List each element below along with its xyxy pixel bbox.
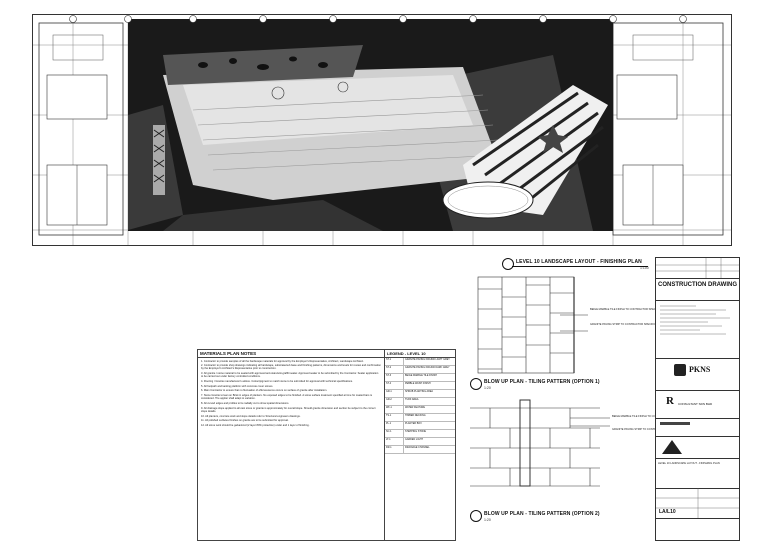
note-item: 3. All granite / stone material to be se… — [201, 372, 379, 379]
legend-desc: PLANTER BOX — [405, 422, 422, 425]
note-item: 9. All drainage slope applied to all cas… — [201, 406, 376, 413]
consultant-section: R CONSULTANT SDN BHD — [656, 390, 739, 419]
legend-desc: STEPPING STONE — [405, 430, 426, 433]
note-item: 6. Main Contractor to ensure that no flu… — [201, 389, 328, 393]
blowup-2-drawing — [470, 398, 650, 488]
note-item: 10. All planters, concrete work and slop… — [201, 414, 301, 418]
client-logo-icon — [674, 364, 686, 376]
client-logo-text: PKNS — [689, 365, 711, 374]
landscape-consultant-section — [656, 436, 739, 459]
revision-table — [656, 258, 739, 279]
drawing-number: LA/L10 — [659, 509, 676, 515]
plan-title-bubble — [502, 258, 514, 270]
legend-code: GR-2 — [385, 398, 404, 405]
drawing-title-section: LEVEL 10 LANDSCAPE LAYOUT - FINISHING PL… — [656, 458, 739, 489]
legend-code: DR-1 — [385, 446, 404, 453]
note-item: 12. All stone work should be galvanized … — [201, 424, 310, 428]
note-item: 8. All curved edges and profiles to be r… — [201, 402, 290, 406]
blowup-1-callout-1: BEIGE MARBLE TILE FINISH TO CONTRACTOR S… — [590, 308, 669, 311]
legend-code: ST-4 — [385, 382, 404, 389]
main-plan-scale: 1:100 — [640, 266, 649, 270]
blowup-2-bubble — [470, 510, 482, 522]
legend-desc: WATER FEATURE — [405, 406, 426, 409]
general-notes-section — [656, 300, 739, 359]
landscape-logo-icon — [662, 440, 682, 454]
legend-desc: TIMBER DECKING — [405, 414, 426, 417]
legend-desc: DRAINAGE CHANNEL — [405, 446, 430, 449]
main-plan-title: LEVEL 10 LANDSCAPE LAYOUT - FINISHING PL… — [516, 259, 642, 265]
drawing-info-table: LA/L10 — [656, 488, 739, 519]
legend-code: LT-1 — [385, 438, 404, 445]
materials-notes-panel: MATERIALS PLAN NOTES 1. Contractor to pr… — [197, 349, 385, 541]
legend-title: LEGEND - LEVEL 10 — [385, 350, 455, 358]
legend-desc: GRANITE PAVING 600x300 DARK GREY — [405, 366, 450, 369]
legend-desc: PEBBLE WASH FINISH — [405, 382, 431, 385]
blowup-1-title: BLOW UP PLAN - TILING PATTERN (OPTION 1) — [484, 379, 600, 385]
status-section: CONSTRUCTION DRAWING — [656, 278, 739, 301]
legend-code: PL-1 — [385, 422, 404, 429]
legend-code: ST-2 — [385, 366, 404, 373]
architect-text-block — [660, 422, 690, 425]
legend-code: ST-3 — [385, 374, 404, 381]
client-section: PKNS — [656, 358, 739, 391]
legend-desc: TURF AREA — [405, 398, 419, 401]
main-plan-drawing — [33, 15, 731, 245]
blowup-2-title: BLOW UP PLAN - TILING PATTERN (OPTION 2) — [484, 511, 600, 517]
legend-desc: GRANITE PAVING 600x600 LIGHT GREY — [405, 358, 450, 361]
architect-section — [656, 418, 739, 437]
blowup-1-drawing — [470, 275, 650, 375]
main-plan-frame — [32, 14, 732, 246]
blowup-2-callout-1: BEIGE MARBLE TILE FINISH TO CONTRACTOR S… — [612, 415, 691, 418]
legend-desc: GARDEN LIGHT — [405, 438, 423, 441]
legend-code: WF-1 — [385, 406, 404, 413]
legend-code: TS-1 — [385, 414, 404, 421]
legend-code: ST-1 — [385, 358, 404, 365]
legend-code: GR-1 — [385, 390, 404, 397]
title-block: CONSTRUCTION DRAWING PKNS R CONSULTANT S… — [655, 257, 740, 541]
note-item: 7. Stone Granite to lean on Brisk in edg… — [201, 394, 372, 401]
note-item: 4. Flooring / Granite manufacturer's adv… — [201, 380, 353, 384]
title-underline — [512, 266, 648, 267]
notes-title: MATERIALS PLAN NOTES — [198, 350, 384, 358]
blowup-2-callout-2: GRANITE PAVING STRIP TO CONTRACTOR SPECI… — [612, 428, 686, 431]
note-item: 1. Contractor to provide samples of all … — [201, 359, 364, 363]
legend-code: SC-1 — [385, 430, 404, 437]
consultant-name: CONSULTANT SDN BHD — [678, 402, 713, 406]
note-item: 11. All polished surfaces finishes on gr… — [201, 419, 289, 423]
legend-desc: SHRUB PLANTING AREA — [405, 390, 434, 393]
blowup-2-scale: 1:20 — [484, 518, 491, 522]
blowup-1-scale: 1:20 — [484, 386, 491, 390]
consultant-logo-icon: R — [666, 395, 674, 407]
note-item: 5. All footpath and tanking platform wit… — [201, 384, 274, 388]
blowup-1-callout-2: GRANITE PAVING STRIP TO CONTRACTOR SPECI… — [590, 323, 664, 326]
legend-desc: BEIGE MARBLE TILE FINISH — [405, 374, 437, 377]
drawing-status: CONSTRUCTION DRAWING — [658, 282, 737, 288]
drawing-title: LEVEL 10 LANDSCAPE LAYOUT - FINISHING PL… — [658, 462, 720, 465]
note-item: 2. Contractor to provide shop drawings i… — [201, 364, 381, 371]
blowup-1-bubble — [470, 378, 482, 390]
